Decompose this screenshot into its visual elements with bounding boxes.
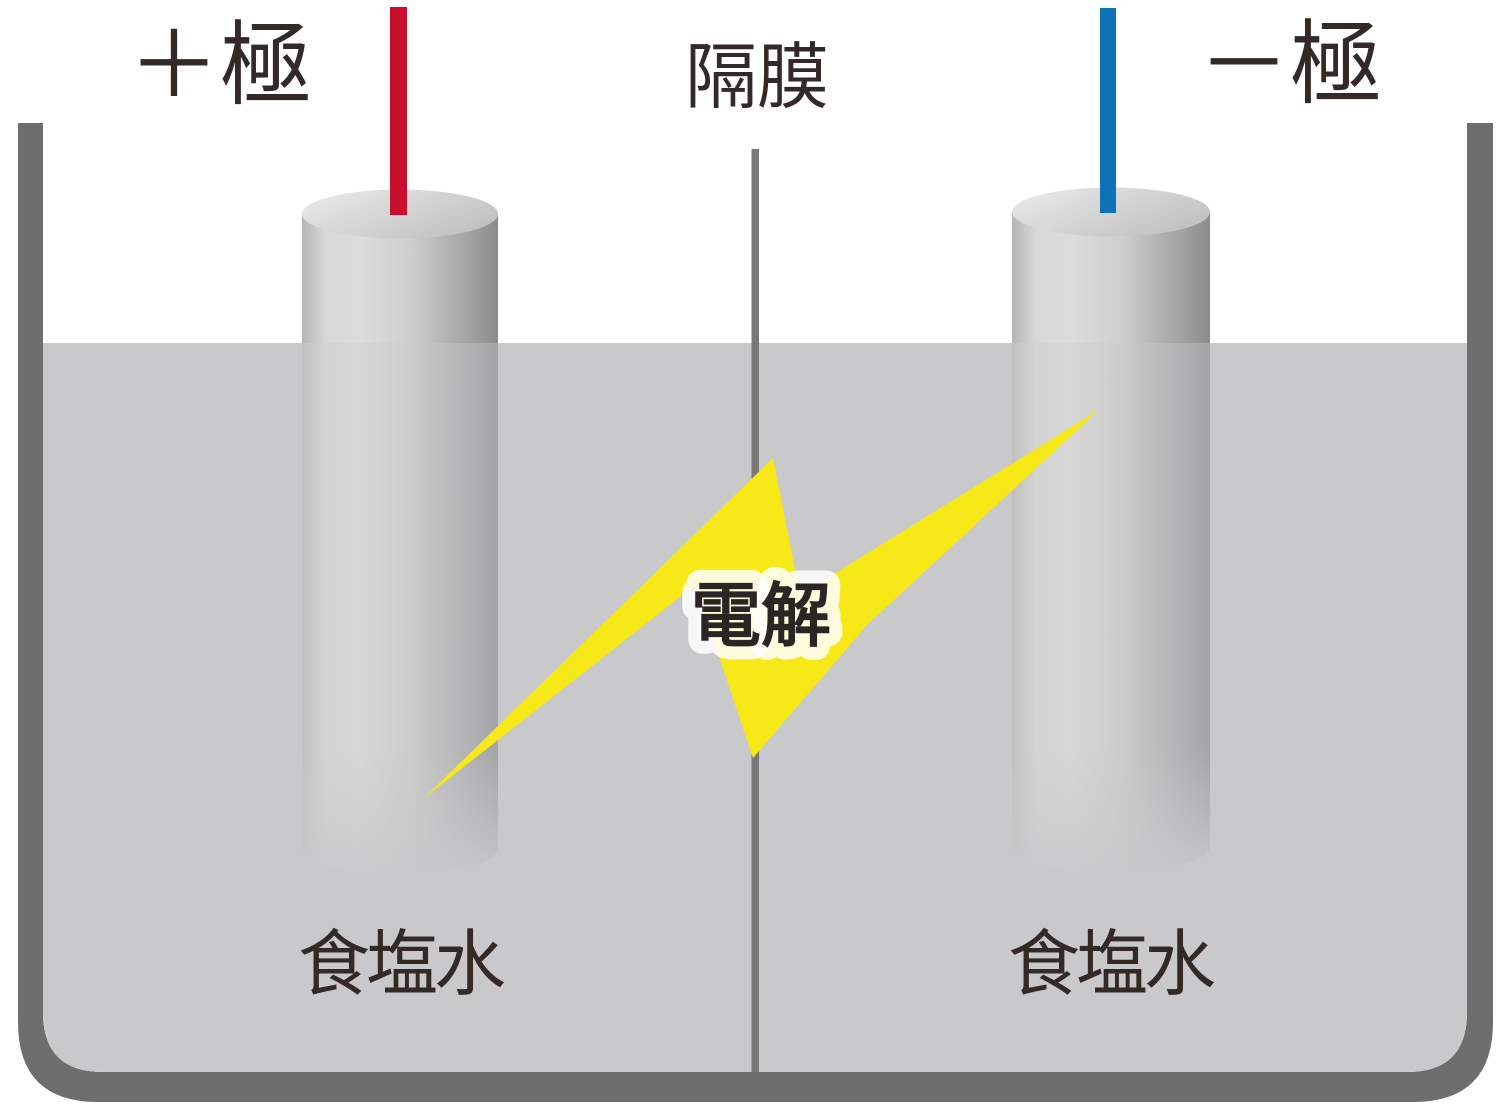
electrode-left: [302, 189, 498, 343]
electrode-right: [1012, 187, 1210, 343]
positive-electrode-label: ＋極: [128, 15, 312, 117]
salt-water-label-right: 食塩水: [1008, 925, 1215, 1005]
diaphragm-label: 隔膜: [685, 38, 829, 118]
electrode-right-bottom-fade: [1006, 748, 1216, 894]
positive-wire: [390, 7, 407, 215]
electrode-right-submerged: [1006, 343, 1216, 894]
electrolysis-label: 電解: [691, 577, 831, 655]
electrode-left-submerged: [296, 343, 504, 896]
lightning-bolt-icon: [423, 409, 1100, 799]
electrolysis-label-halo: 電解: [691, 577, 831, 655]
negative-electrode-label: －極: [1198, 14, 1382, 116]
negative-wire: [1100, 8, 1116, 213]
salt-water-label-left: 食塩水: [298, 925, 505, 1005]
electrode-left-bottom-fade: [296, 750, 504, 896]
